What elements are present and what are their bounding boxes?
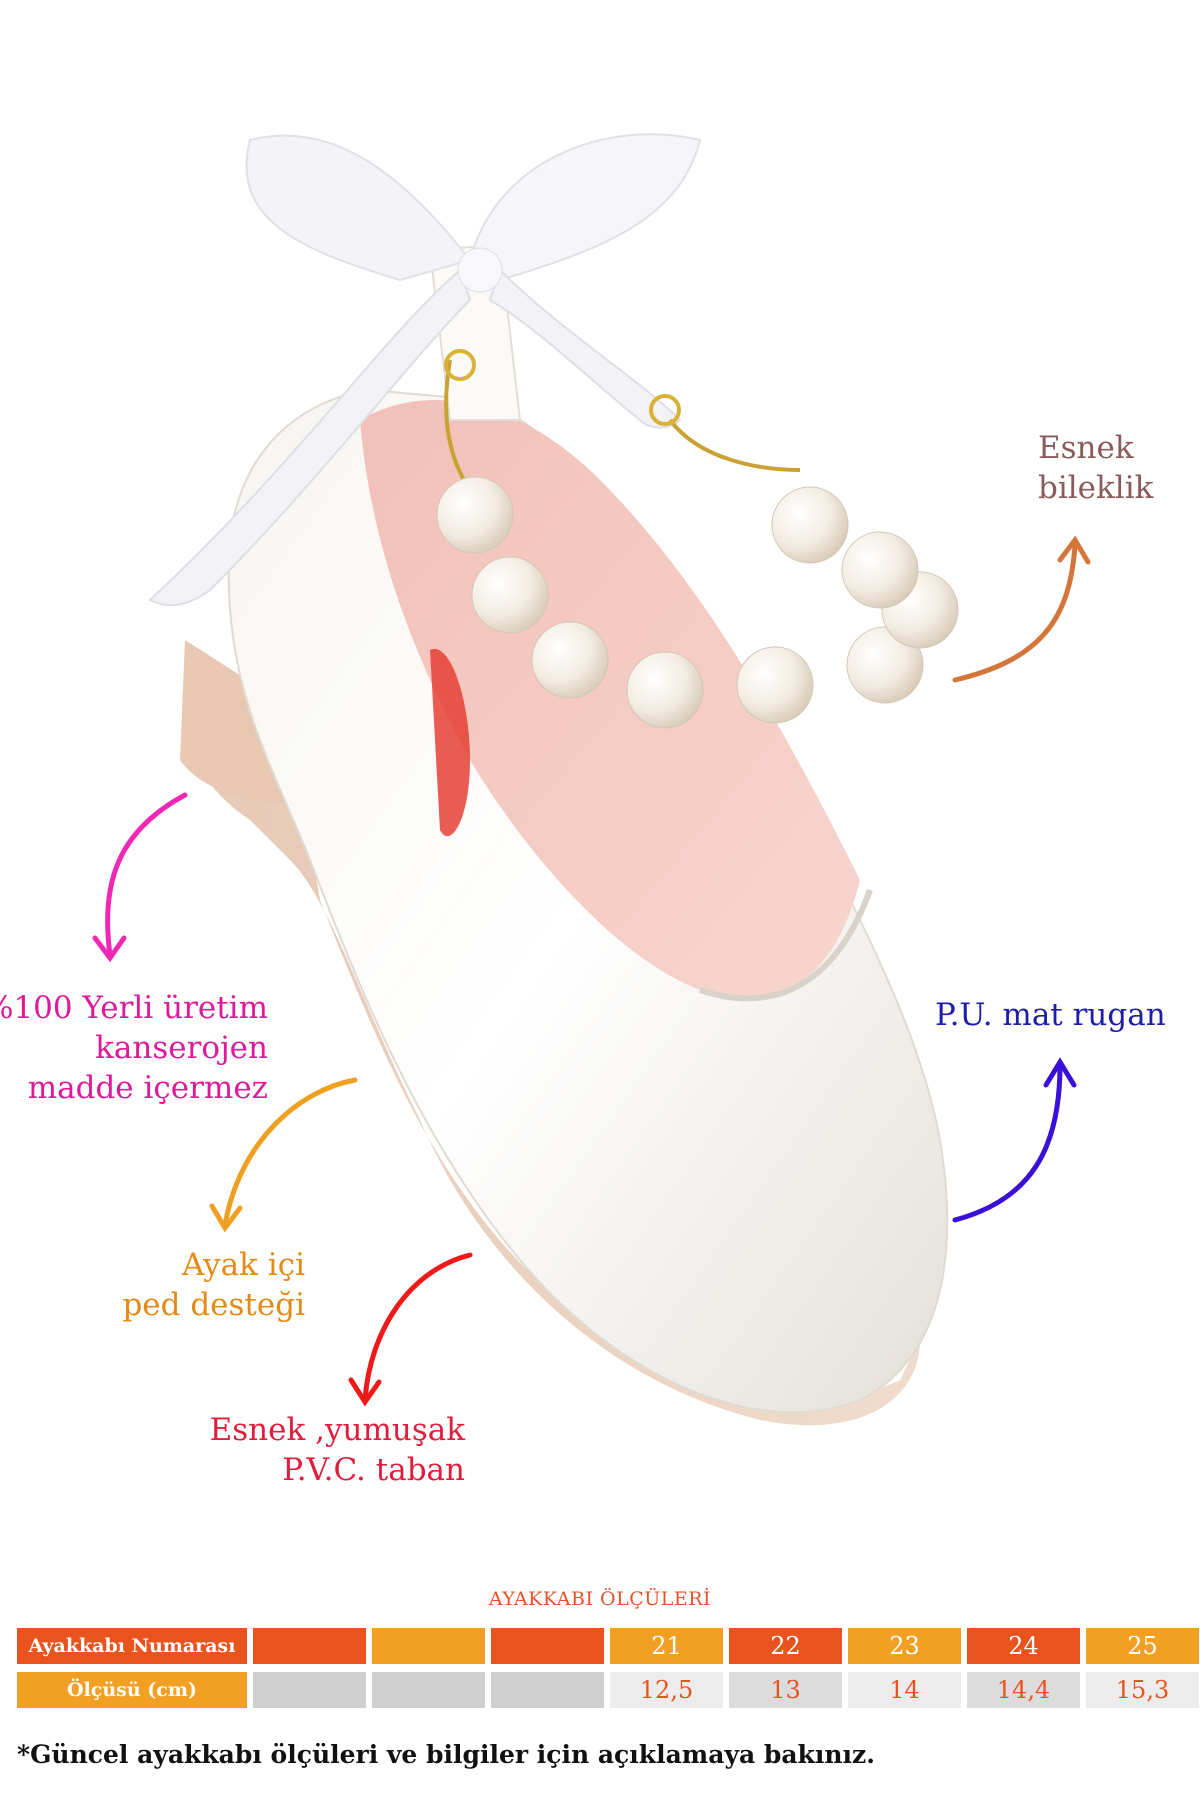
measure-cell: 12,5	[610, 1672, 723, 1708]
arrow-sole	[362, 1252, 473, 1403]
measure-row-label: Ölçüsü (cm)	[17, 1672, 247, 1708]
size-cell: 25	[1086, 1628, 1199, 1664]
pearl-bracelet	[436, 349, 959, 729]
measure-cell: 14	[848, 1672, 961, 1708]
callout-insole-line-2: ped desteği	[122, 1287, 305, 1323]
measure-cell	[253, 1672, 366, 1708]
size-cell: 23	[848, 1628, 961, 1664]
insole-logo	[430, 648, 470, 837]
measure-cell: 13	[729, 1672, 842, 1708]
callout-sole-line-1: Esnek ,yumuşak	[209, 1412, 465, 1448]
measure-row: Ölçüsü (cm) 12,5 13 14 14,4 15,3	[17, 1672, 1200, 1708]
callout-insole: Ayak içi ped desteği	[122, 1245, 305, 1325]
size-cell	[372, 1628, 485, 1664]
size-row-label: Ayakkabı Numarası	[17, 1628, 247, 1664]
callout-local-line-2: kanserojen	[95, 1030, 268, 1066]
size-cell: 21	[610, 1628, 723, 1664]
callout-bracelet-line-1: Esnek	[1038, 430, 1134, 466]
callout-sole: Esnek ,yumuşak P.V.C. taban	[210, 1410, 465, 1490]
measure-cell	[491, 1672, 604, 1708]
callout-leather-line-1: P.U. mat rugan	[935, 997, 1166, 1033]
size-cell: 22	[729, 1628, 842, 1664]
measure-cell: 15,3	[1086, 1672, 1199, 1708]
footnote: *Güncel ayakkabı ölçüleri ve bilgiler iç…	[17, 1740, 875, 1769]
arrow-insole	[222, 1077, 358, 1228]
callout-local-production: %100 Yerli üretim kanserojen madde içerm…	[0, 988, 268, 1108]
size-cell	[491, 1628, 604, 1664]
measure-cell	[372, 1672, 485, 1708]
callout-local-line-3: madde içermez	[27, 1070, 268, 1106]
callout-bracelet: Esnek bileklik	[1038, 428, 1153, 508]
arrow-leather	[952, 1062, 1063, 1223]
callout-sole-line-2: P.V.C. taban	[282, 1452, 465, 1488]
size-table-title: AYAKKABI ÖLÇÜLERİ	[488, 1588, 712, 1610]
ribbon-bow	[148, 133, 702, 607]
callout-arrows	[92, 535, 1091, 1407]
arrow-bracelet	[952, 542, 1078, 683]
arrow-local	[105, 792, 188, 958]
product-illustration	[92, 133, 1091, 1426]
callout-leather: P.U. mat rugan	[935, 995, 1166, 1035]
measure-cell: 14,4	[967, 1672, 1080, 1708]
size-row: Ayakkabı Numarası 21 22 23 24 25	[17, 1628, 1200, 1664]
callout-local-line-1: %100 Yerli üretim	[0, 990, 268, 1026]
size-cell	[253, 1628, 366, 1664]
size-cell: 24	[967, 1628, 1080, 1664]
callout-insole-line-1: Ayak içi	[182, 1247, 305, 1283]
callout-bracelet-line-2: bileklik	[1038, 470, 1154, 506]
